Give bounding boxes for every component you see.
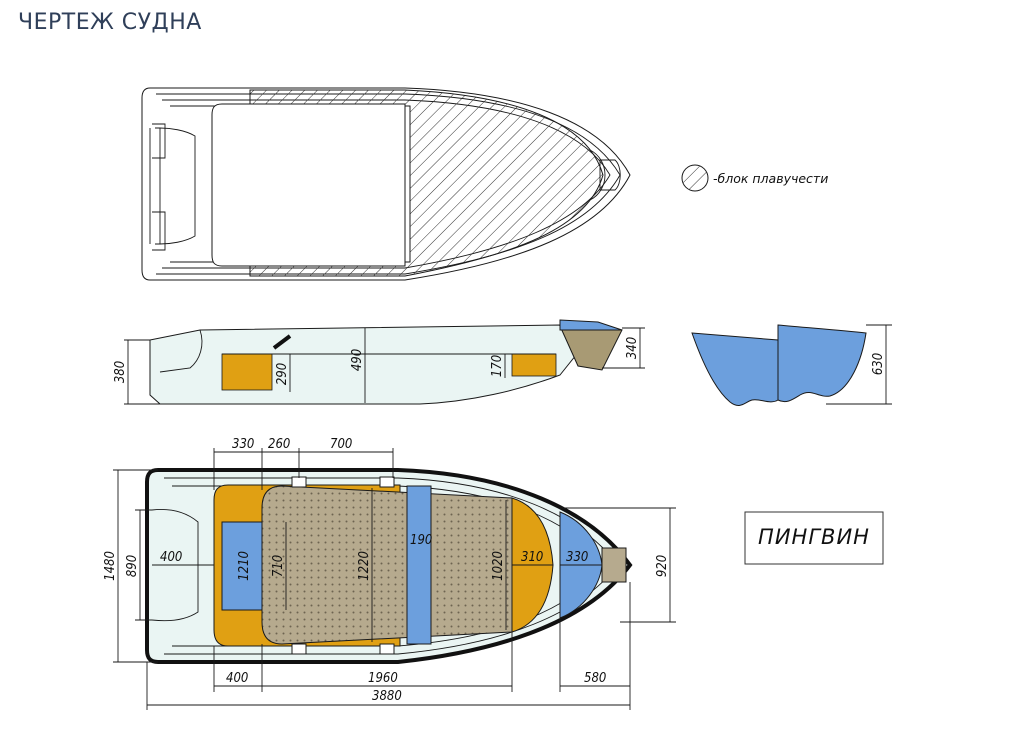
side-bow-cap xyxy=(559,319,623,331)
side-dim-height: 380 xyxy=(113,361,128,383)
plan-dim-920: 920 xyxy=(655,555,670,577)
plan-dim-260-top: 260 xyxy=(268,437,290,452)
plan-dim-1020: 1020 xyxy=(491,551,506,581)
page-title: ЧЕРТЕЖ СУДНА xyxy=(18,10,202,35)
plan-bow-locker xyxy=(601,547,627,583)
brand-frame xyxy=(744,511,884,565)
plan-dim-330-top: 330 xyxy=(232,437,254,452)
plan-bench-stern xyxy=(221,521,263,611)
plan-dim-1960: 1960 xyxy=(368,671,398,686)
plan-dim-710: 710 xyxy=(271,555,286,577)
side-buoyancy-aft xyxy=(221,353,273,391)
top-cockpit xyxy=(211,103,406,267)
plan-dim-580: 580 xyxy=(584,671,606,686)
side-view: 380 290 490 170 340 xyxy=(113,319,645,405)
plan-dim-700-top: 700 xyxy=(330,437,352,452)
plan-deck xyxy=(261,485,513,645)
top-hatched-block xyxy=(249,89,604,277)
plan-dim-330-inner: 330 xyxy=(566,550,588,565)
side-dim-290: 290 xyxy=(275,363,290,385)
plan-dim-400-inner: 400 xyxy=(160,550,182,565)
side-dim-340: 340 xyxy=(625,337,640,359)
legend-hatch-swatch xyxy=(681,164,709,192)
plan-bench-center xyxy=(406,485,432,645)
section-view: 630 xyxy=(691,324,892,406)
brand-box: ПИНГВИН xyxy=(744,511,884,565)
section-right xyxy=(777,324,867,403)
plan-dim-3880: 3880 xyxy=(372,689,402,704)
plan-dim-190: 190 xyxy=(410,533,432,548)
section-left xyxy=(691,332,779,406)
legend: -блок плавучести xyxy=(681,164,828,192)
oarlock-right-top xyxy=(379,476,395,488)
brand-name: ПИНГВИН xyxy=(758,525,870,549)
plan-view: 330 260 700 400 1210 710 1220 190 1020 3… xyxy=(103,437,676,710)
plan-dim-1220: 1220 xyxy=(357,551,372,581)
top-view xyxy=(141,87,631,281)
plan-dim-1480: 1480 xyxy=(103,551,118,581)
side-dim-170: 170 xyxy=(490,355,505,377)
plan-dim-890: 890 xyxy=(125,555,140,577)
oarlock-right-bottom xyxy=(379,643,395,655)
side-dim-490: 490 xyxy=(350,349,365,371)
plan-dim-1210: 1210 xyxy=(237,551,252,581)
legend-text: -блок плавучести xyxy=(713,171,828,186)
side-buoyancy-fwd xyxy=(511,353,557,377)
plan-dim-400-bottom: 400 xyxy=(226,671,248,686)
section-dim-630: 630 xyxy=(871,353,886,375)
oarlock-left-bottom xyxy=(291,643,307,655)
oarlock-left-top xyxy=(291,476,307,488)
plan-dim-310: 310 xyxy=(521,550,543,565)
